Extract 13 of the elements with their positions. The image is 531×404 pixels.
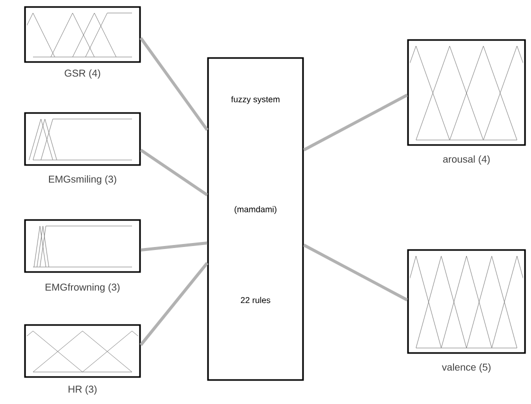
system-box: fuzzy system (mamdami) 22 rules bbox=[207, 57, 304, 381]
connector-line bbox=[140, 37, 208, 131]
variable-label: GSR (4) bbox=[64, 69, 100, 79]
connector-line bbox=[140, 242, 208, 252]
variable-label: HR (3) bbox=[68, 385, 97, 395]
connector-line bbox=[303, 244, 408, 302]
connector-line bbox=[140, 262, 208, 346]
variable-label: valence (5) bbox=[442, 363, 491, 373]
variable-label: arousal (4) bbox=[443, 155, 490, 165]
variable-label: EMGfrowning (3) bbox=[46, 283, 120, 293]
connector-line bbox=[140, 148, 208, 196]
variable-label: EMGsmiling (3) bbox=[49, 175, 116, 185]
connector-line bbox=[303, 94, 408, 152]
